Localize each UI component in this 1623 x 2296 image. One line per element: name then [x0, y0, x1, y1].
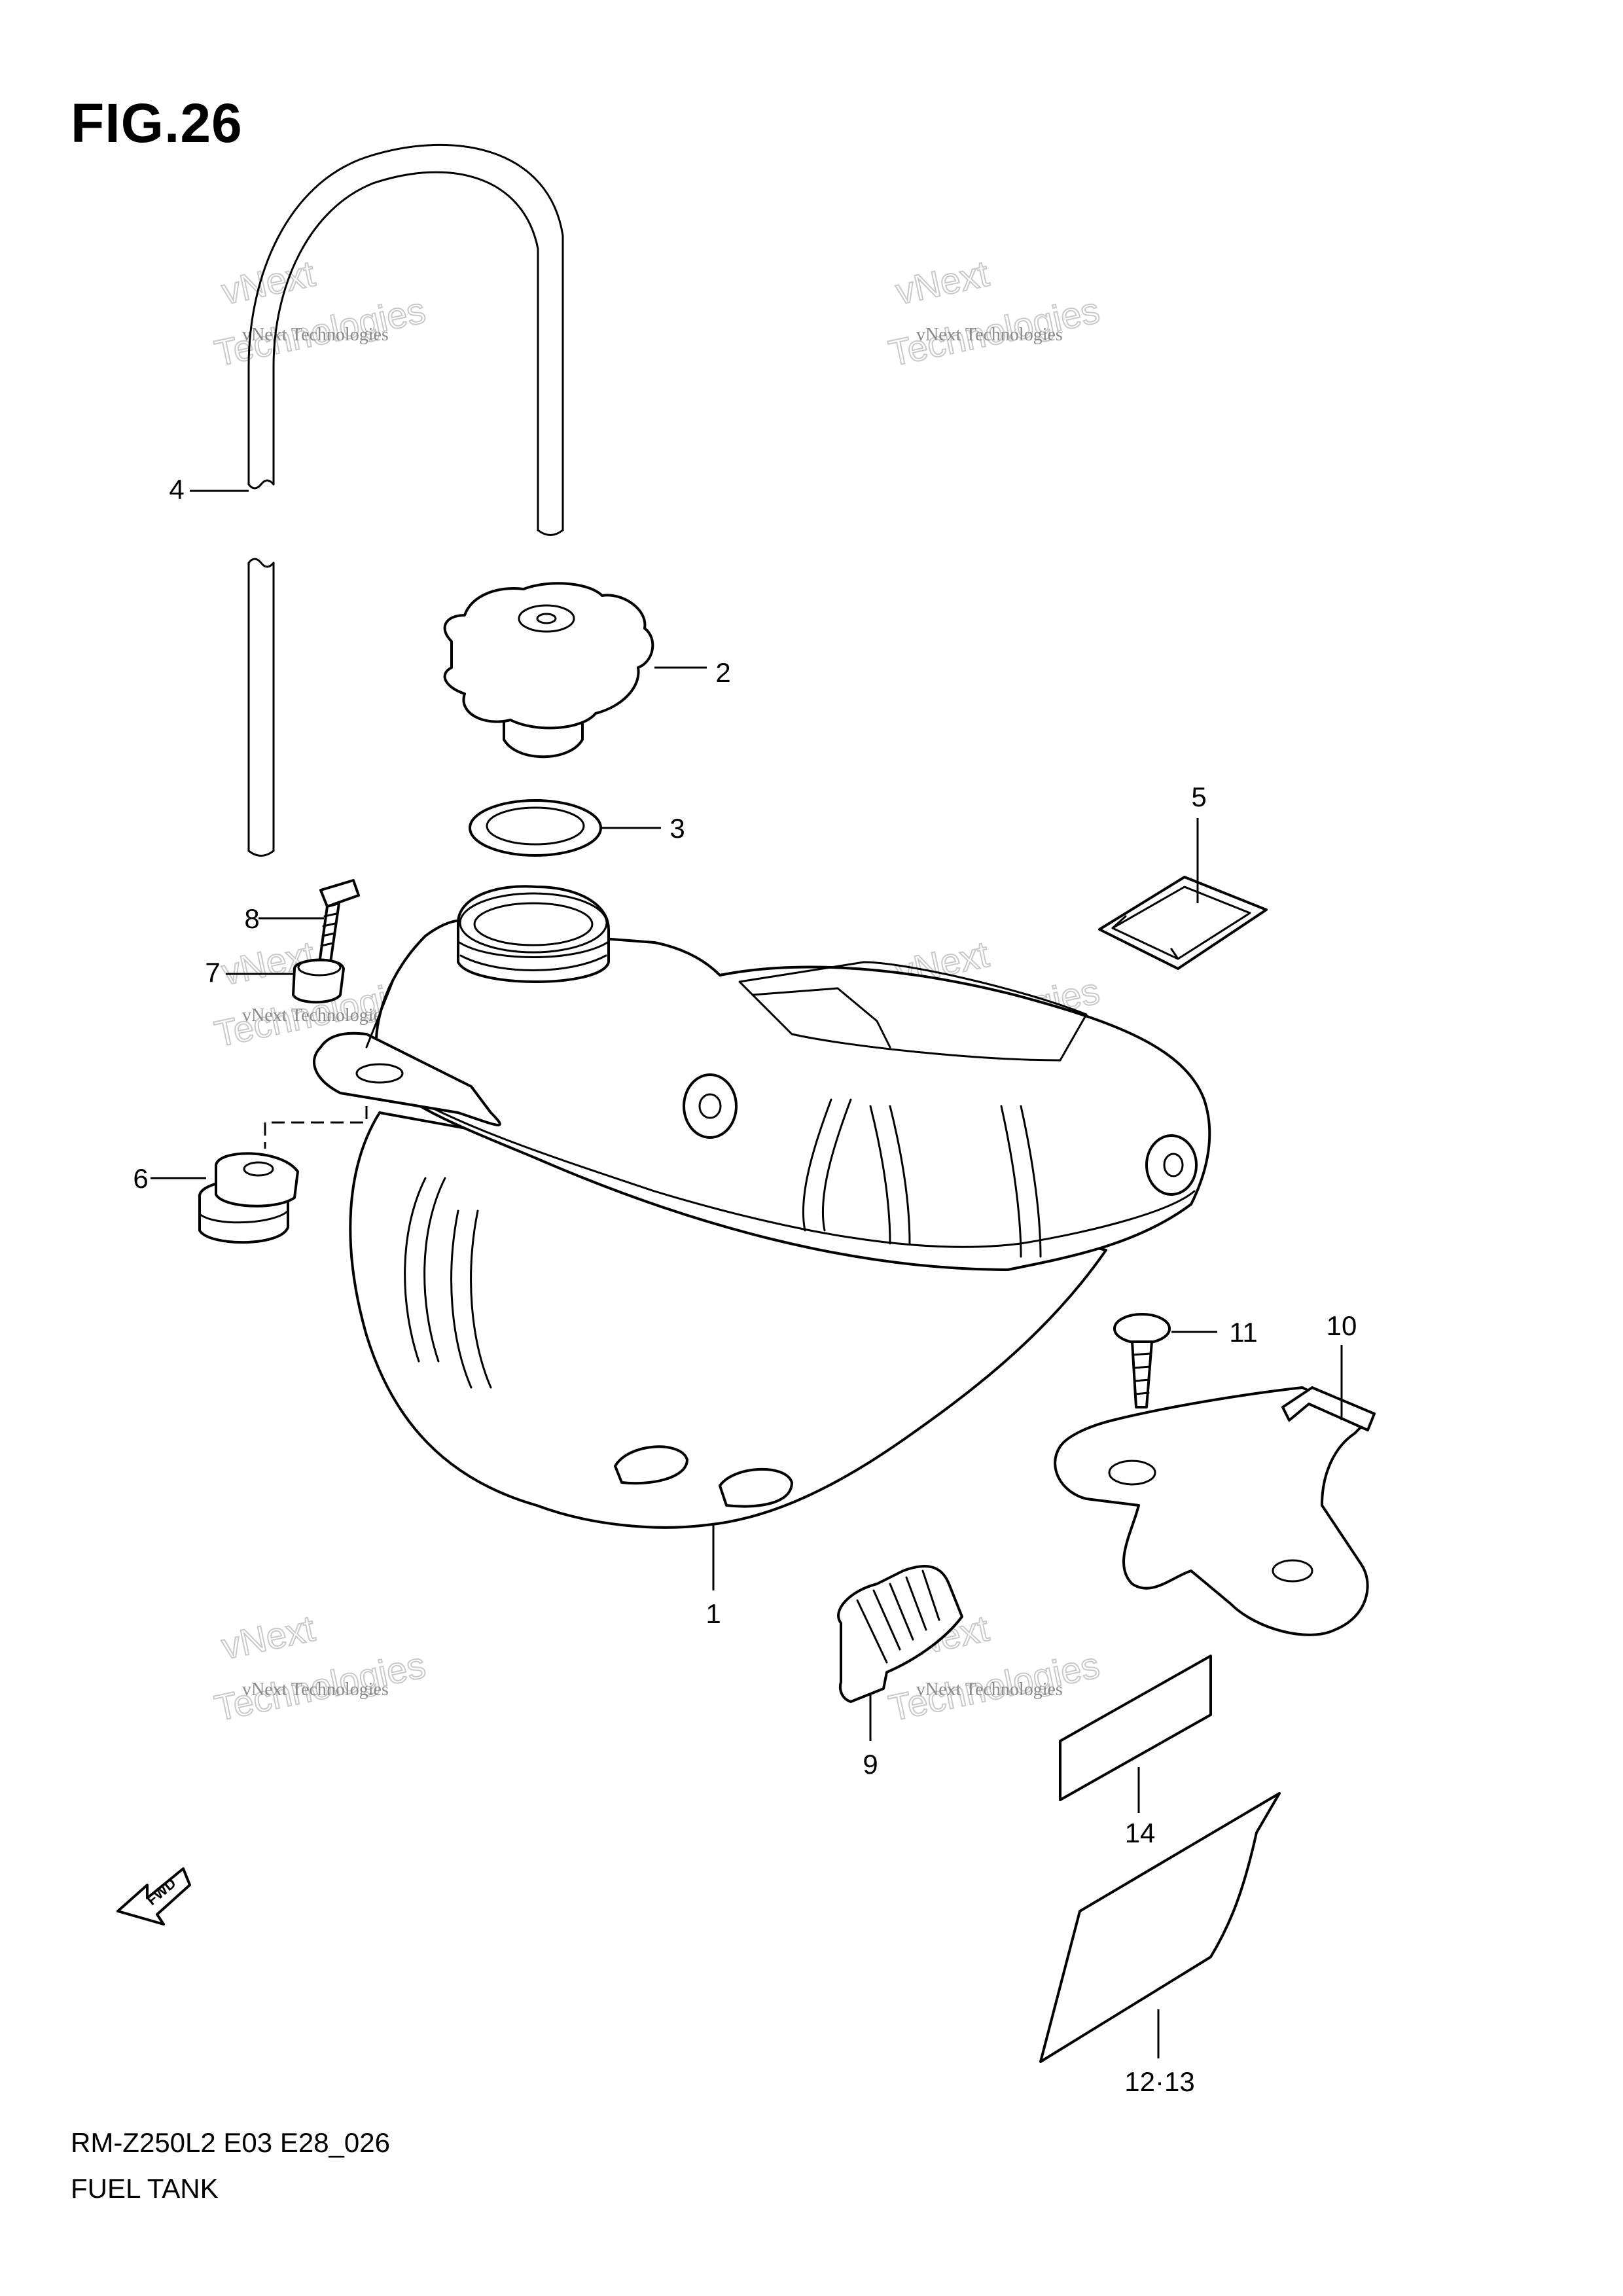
- callout-12-13: 12·13: [1124, 2066, 1194, 2097]
- watermark-small: vNext Technologies: [242, 1679, 389, 1700]
- callout-4: 4: [169, 474, 184, 505]
- watermark-small: vNext Technologies: [916, 1679, 1063, 1700]
- watermark-small: vNext Technologies: [242, 1005, 389, 1026]
- part-4-breather-hose: [247, 143, 564, 857]
- part-1-fuel-tank: [264, 885, 1211, 1529]
- callout-8: 8: [244, 903, 259, 934]
- watermark: vNext Technologies vNext Technologies: [210, 252, 429, 375]
- part-9-cushion: [837, 1564, 963, 1703]
- section-name: FUEL TANK: [71, 2173, 219, 2204]
- watermark-small: vNext Technologies: [916, 325, 1063, 345]
- watermark-big: vNext: [892, 253, 993, 312]
- callout-1: 1: [705, 1598, 721, 1629]
- watermark: vNext Technologies vNext Technologies: [884, 252, 1103, 375]
- callout-5: 5: [1191, 781, 1206, 812]
- callout-2: 2: [715, 657, 730, 688]
- callout-10: 10: [1327, 1310, 1357, 1341]
- part-11-screw: [1113, 1313, 1171, 1408]
- callout-11: 11: [1229, 1317, 1258, 1348]
- part-12-13-label: [1039, 1792, 1281, 2063]
- part-5-strap: [1098, 876, 1268, 970]
- callout-9: 9: [863, 1749, 878, 1780]
- part-6-grommet: [198, 1152, 299, 1244]
- part-14-label: [1059, 1655, 1212, 1801]
- part-10-bracket: [1054, 1386, 1376, 1636]
- watermark: vNext Technologies vNext Technologies: [210, 1607, 429, 1730]
- part-8-bolt: [318, 879, 360, 965]
- callout-7: 7: [205, 957, 220, 988]
- callout-labels: 4 2 3 5 8 7 6 1 11 10 9 14 12·13: [133, 474, 1357, 2097]
- model-code: RM-Z250L2 E03 E28_026: [71, 2127, 390, 2158]
- leader-lines: [151, 490, 1343, 2058]
- fwd-arrow-icon: FWD: [116, 1867, 191, 1926]
- part-2-fuel-cap: [443, 582, 654, 759]
- part-3-gasket: [469, 799, 602, 857]
- callout-3: 3: [669, 813, 685, 844]
- callout-6: 6: [133, 1163, 148, 1194]
- watermark-big: vNext: [218, 1607, 319, 1667]
- part-7-collar: [292, 958, 345, 1004]
- figure-title: FIG.26: [71, 92, 243, 154]
- watermark-small: vNext Technologies: [242, 325, 389, 345]
- callout-14: 14: [1125, 1818, 1156, 1848]
